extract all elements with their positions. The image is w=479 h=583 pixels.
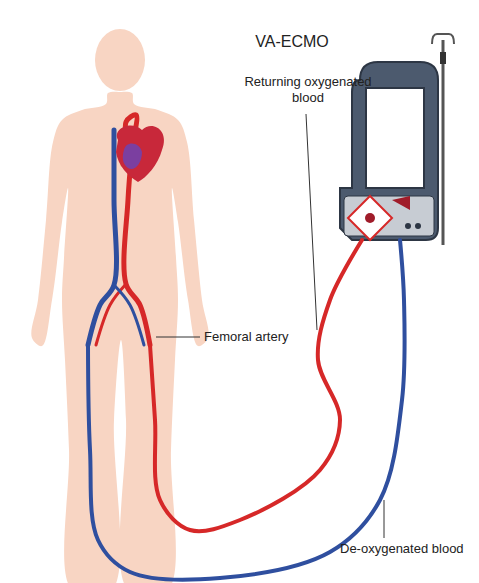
pump-head [392, 196, 410, 210]
oxygenator [348, 196, 392, 240]
pole-hook [432, 34, 454, 44]
iliac-vein [114, 285, 144, 345]
oxygenator-core [365, 213, 375, 223]
callout-label: De-oxygenated blood [340, 541, 476, 557]
leader-line [384, 500, 385, 538]
pole-clamp [440, 52, 446, 64]
return-cannula [150, 240, 362, 531]
leader-line [156, 337, 200, 338]
head [95, 29, 145, 91]
leader-line [306, 114, 317, 330]
diagram-title: VA-ECMO [232, 32, 352, 51]
knob [415, 223, 421, 229]
callout-label: Femoral artery [204, 329, 324, 345]
vena-cava [88, 130, 117, 345]
body-silhouette [31, 92, 208, 583]
callout-label: Returning oxygenated blood [238, 74, 378, 105]
heart-chamber [123, 143, 142, 169]
knob [405, 223, 411, 229]
iv-pole [442, 40, 445, 245]
drainage-cannula [88, 240, 405, 580]
heart [116, 125, 164, 182]
